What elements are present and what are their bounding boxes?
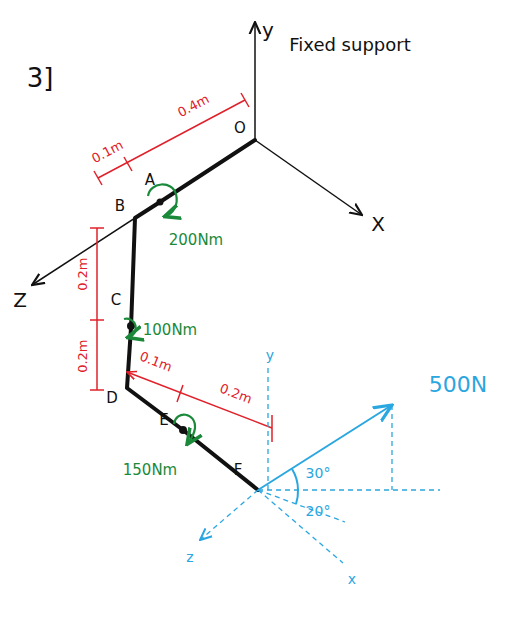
local-axes [200, 368, 440, 563]
moment-label: 150Nm [123, 462, 177, 479]
beam [127, 140, 258, 490]
support-note: Fixed support [289, 35, 410, 55]
dimension-label: 0.2m [76, 257, 90, 290]
moment-arrows [124, 184, 195, 443]
angle-label: 20° [306, 504, 331, 519]
point-label: D [106, 390, 118, 407]
point-label: F [234, 462, 243, 479]
axis-label: y [262, 19, 274, 41]
global-axes [32, 22, 362, 285]
angle-label: 30° [306, 466, 331, 481]
axis-label: y [266, 348, 274, 363]
axis-label: x [348, 572, 356, 587]
dimension-lines [90, 93, 272, 442]
axis-label: Z [13, 289, 27, 311]
dimension-label: 0.4m [176, 92, 212, 120]
axis-label: z [186, 550, 193, 565]
dimension-label: 0.1m [90, 138, 126, 166]
point-label: O [234, 120, 246, 137]
force-label: 500N [429, 373, 487, 397]
problem-number: 3] [27, 64, 54, 93]
point-label: A [145, 172, 155, 189]
dimension-label: 0.1m [138, 349, 174, 374]
moment-label: 100Nm [143, 322, 197, 339]
point-label: C [111, 292, 121, 309]
point-label: B [115, 198, 125, 215]
dimension-label: 0.2m [218, 381, 254, 406]
point-label: E [159, 412, 168, 429]
axis-label: X [371, 213, 385, 235]
force-arrow [258, 405, 392, 504]
dimension-label: 0.2m [76, 339, 90, 372]
moment-label: 200Nm [169, 232, 223, 249]
